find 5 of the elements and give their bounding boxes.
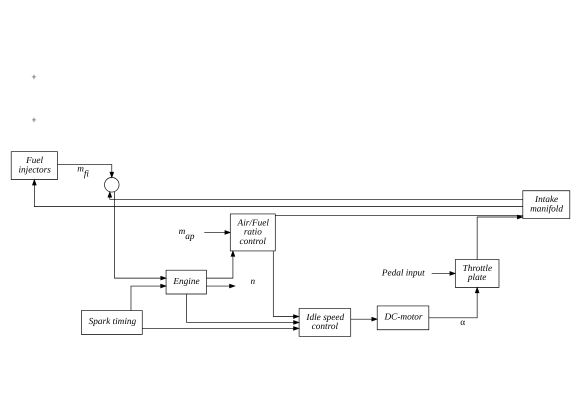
node-text: Pedal input	[382, 268, 425, 278]
label: +	[31, 72, 37, 83]
node-text: n	[250, 276, 256, 286]
edge-label: α	[460, 318, 466, 328]
label: +	[31, 116, 37, 126]
